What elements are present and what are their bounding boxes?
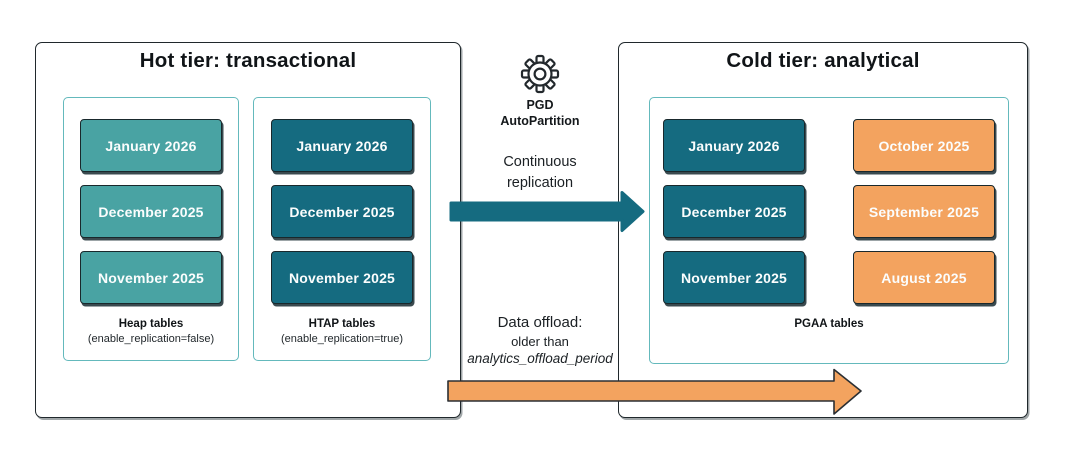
- continuous-replication-line2: replication: [506, 175, 574, 191]
- cold-tier-panel: Cold tier: analytical January 2026 Octob…: [618, 42, 1028, 418]
- partition-box-htap-2: November 2025: [271, 251, 413, 304]
- data-offload-line3: analytics_offload_period: [467, 351, 613, 366]
- partition-box-pgaa-offloaded-0: October 2025: [853, 119, 995, 172]
- htap-tables-sublabel: (enable_replication=true): [281, 333, 403, 345]
- data-offload-line2: older than: [511, 334, 569, 349]
- heap-tables-sublabel: (enable_replication=false): [87, 333, 215, 345]
- htap-tables-group: January 2026 December 2025 November 2025…: [253, 97, 431, 361]
- partition-box-heap-1: December 2025: [80, 185, 222, 238]
- pgd-autopartition-block: PGD AutoPartition: [451, 54, 629, 129]
- pgaa-tables-label: PGAA tables: [794, 318, 864, 330]
- partition-box-pgaa-replicated-1: December 2025: [663, 185, 805, 238]
- autopartition-label: AutoPartition: [500, 114, 580, 128]
- partition-box-htap-0: January 2026: [271, 119, 413, 172]
- heap-tables-label: Heap tables: [118, 318, 184, 330]
- partition-box-pgaa-offloaded-2: August 2025: [853, 251, 995, 304]
- partition-box-heap-0: January 2026: [80, 119, 222, 172]
- hot-tier-title: Hot tier: transactional: [139, 49, 357, 72]
- htap-partition-list: January 2026 December 2025 November 2025: [254, 98, 430, 304]
- data-offload-caption: Data offload: older than analytics_offlo…: [451, 313, 629, 368]
- partition-box-pgaa-offloaded-1: September 2025: [853, 185, 995, 238]
- partition-box-pgaa-replicated-2: November 2025: [663, 251, 805, 304]
- data-offload-arrow: [447, 368, 862, 415]
- partition-box-heap-2: November 2025: [80, 251, 222, 304]
- continuous-replication-arrow: [449, 191, 645, 232]
- data-offload-line1: Data offload:: [497, 314, 583, 331]
- htap-tables-label: HTAP tables: [308, 318, 376, 330]
- heap-tables-group: January 2026 December 2025 November 2025…: [63, 97, 239, 361]
- hot-tier-panel: Hot tier: transactional January 2026 Dec…: [35, 42, 461, 418]
- heap-partition-list: January 2026 December 2025 November 2025: [64, 98, 238, 304]
- gear-icon: [520, 54, 560, 94]
- pgaa-tables-group: January 2026 October 2025 December 2025 …: [649, 97, 1009, 364]
- continuous-replication-caption: Continuous replication: [451, 152, 629, 194]
- pgaa-partition-grid: January 2026 October 2025 December 2025 …: [650, 98, 1008, 304]
- pgd-label: PGD: [526, 98, 554, 112]
- cold-tier-title: Cold tier: analytical: [726, 49, 920, 72]
- partition-box-htap-1: December 2025: [271, 185, 413, 238]
- partition-box-pgaa-replicated-0: January 2026: [663, 119, 805, 172]
- continuous-replication-line1: Continuous: [503, 154, 577, 170]
